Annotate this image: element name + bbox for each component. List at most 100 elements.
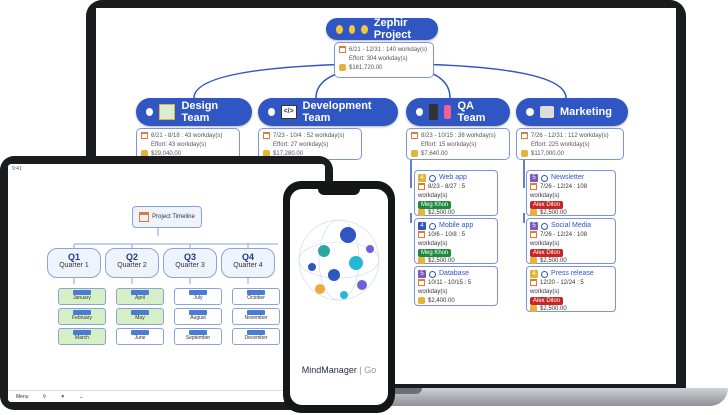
calendar-icon xyxy=(530,231,537,239)
team-title: Marketing xyxy=(560,106,612,118)
calendar-icon xyxy=(263,132,270,139)
calendar-icon xyxy=(530,279,537,287)
status-time: 9:41 xyxy=(12,166,22,172)
team-cost: $7,640.00 xyxy=(421,151,448,158)
team-effort: Effort: 43 workday(s) xyxy=(151,142,207,149)
progress-circle-icon[interactable] xyxy=(541,270,548,278)
menu-button[interactable]: Menu xyxy=(16,393,29,400)
team-cost: $17,280.00 xyxy=(273,151,304,158)
quarter-title: Q1 xyxy=(67,252,80,262)
progress-circle-icon[interactable] xyxy=(541,174,548,182)
month-node[interactable]: ​September xyxy=(174,328,222,345)
chevron-down-icon[interactable]: ⌄ xyxy=(79,393,84,400)
root-cost: $161,720.00 xyxy=(349,65,383,72)
month-icon: ​ xyxy=(189,330,207,335)
resource-tag[interactable]: Alex Dilon xyxy=(530,248,564,258)
resource-tag[interactable]: Alex Dilon xyxy=(530,200,564,210)
month-node[interactable]: ​July xyxy=(174,288,222,305)
task-cost: $2,500.00 xyxy=(428,210,455,217)
tablet-toolbar: Menu ⚲ ▼ ⌄ xyxy=(8,390,325,402)
timeline-root[interactable]: Project Timeline xyxy=(132,206,202,228)
filter-icon[interactable]: ▼ xyxy=(60,393,66,400)
month-label: August xyxy=(190,315,206,321)
month-node[interactable]: ​November xyxy=(232,308,280,325)
calendar-icon xyxy=(418,183,425,191)
team-node-development[interactable]: </> Development Team xyxy=(258,98,398,126)
calendar-icon xyxy=(411,132,418,139)
month-node[interactable]: ​May xyxy=(116,308,164,325)
task-dates: 7/26 - 12/24 : 108 workday(s) xyxy=(530,184,588,199)
quarter-title: Q2 xyxy=(125,252,138,262)
month-icon: ​ xyxy=(73,310,91,315)
task-cost: $2,400.00 xyxy=(428,297,455,304)
brand-name: MindManager xyxy=(301,365,357,375)
month-node[interactable]: ​August xyxy=(174,308,222,325)
search-icon[interactable]: ⚲ xyxy=(42,393,47,400)
team-node-marketing[interactable]: Marketing xyxy=(516,98,628,126)
quarter-title: Q4 xyxy=(241,252,254,262)
team-effort: Effort: 27 workday(s) xyxy=(273,142,329,149)
team-info-card: 8/23 - 10/15 : 38 workday(s) Effort: 15 … xyxy=(406,128,510,160)
month-icon: ​ xyxy=(73,290,91,295)
month-node[interactable]: ​December xyxy=(232,328,280,345)
smiley-icon xyxy=(336,24,343,34)
month-node[interactable]: ​June xyxy=(116,328,164,345)
team-node-qa[interactable]: QA Team xyxy=(406,98,510,126)
task-title: Social Media xyxy=(551,222,592,229)
money-icon xyxy=(418,209,425,217)
month-node[interactable]: ​March xyxy=(58,328,106,345)
team-dates: 8/23 - 10/15 : 38 workday(s) xyxy=(421,133,496,140)
money-icon xyxy=(411,150,418,158)
smiley-icon xyxy=(348,24,356,34)
month-node[interactable]: ​October xyxy=(232,288,280,305)
priority-badge: 4 xyxy=(530,270,538,279)
money-icon xyxy=(530,305,537,313)
team-info-card: 7/23 - 10/4 : 52 workday(s) Effort: 27 w… xyxy=(258,128,362,160)
resource-tag[interactable]: Alex Dilon xyxy=(530,296,564,306)
month-label: April xyxy=(134,295,145,301)
month-label: July xyxy=(193,295,203,301)
month-icon: ​ xyxy=(131,330,149,335)
pie-icon xyxy=(146,108,154,116)
month-icon: ​ xyxy=(189,290,207,295)
month-label: February xyxy=(71,315,92,321)
month-node[interactable]: ​January xyxy=(58,288,106,305)
progress-circle-icon[interactable] xyxy=(429,270,436,278)
month-node[interactable]: ​February xyxy=(58,308,106,325)
resource-tag[interactable]: Meg Khon xyxy=(418,200,452,210)
month-label: March xyxy=(75,335,89,341)
root-node[interactable]: Zephir Project xyxy=(326,17,438,41)
progress-circle-icon[interactable] xyxy=(429,222,436,230)
priority-badge: 4 xyxy=(418,174,426,183)
team-info-card: 7/26 - 12/31 : 112 workday(s) Effort: 22… xyxy=(516,128,624,160)
megaphone-icon xyxy=(540,106,554,118)
month-label: May xyxy=(135,315,145,321)
progress-circle-icon[interactable] xyxy=(429,174,436,182)
month-icon: ​ xyxy=(189,310,207,315)
progress-circle-icon[interactable] xyxy=(541,222,548,230)
month-icon: ​ xyxy=(247,330,265,335)
month-node[interactable]: ​April xyxy=(116,288,164,305)
money-icon xyxy=(418,296,425,304)
root-effort: Effort: 304 workday(s) xyxy=(349,56,408,63)
calendar-icon xyxy=(530,183,537,191)
resource-tag[interactable]: Meg Khon xyxy=(418,248,452,258)
task-cost: $2,500.00 xyxy=(540,306,567,313)
calendar-icon xyxy=(418,279,425,287)
task-cost: $2,500.00 xyxy=(540,210,567,217)
team-node-design[interactable]: Design Team xyxy=(136,98,252,126)
root-dates: 6/21 - 12/31 : 140 workday(s) xyxy=(349,47,428,54)
task-dates: 10/6 - 10/8 : 5 workday(s) xyxy=(418,232,466,247)
month-label: January xyxy=(73,295,91,301)
